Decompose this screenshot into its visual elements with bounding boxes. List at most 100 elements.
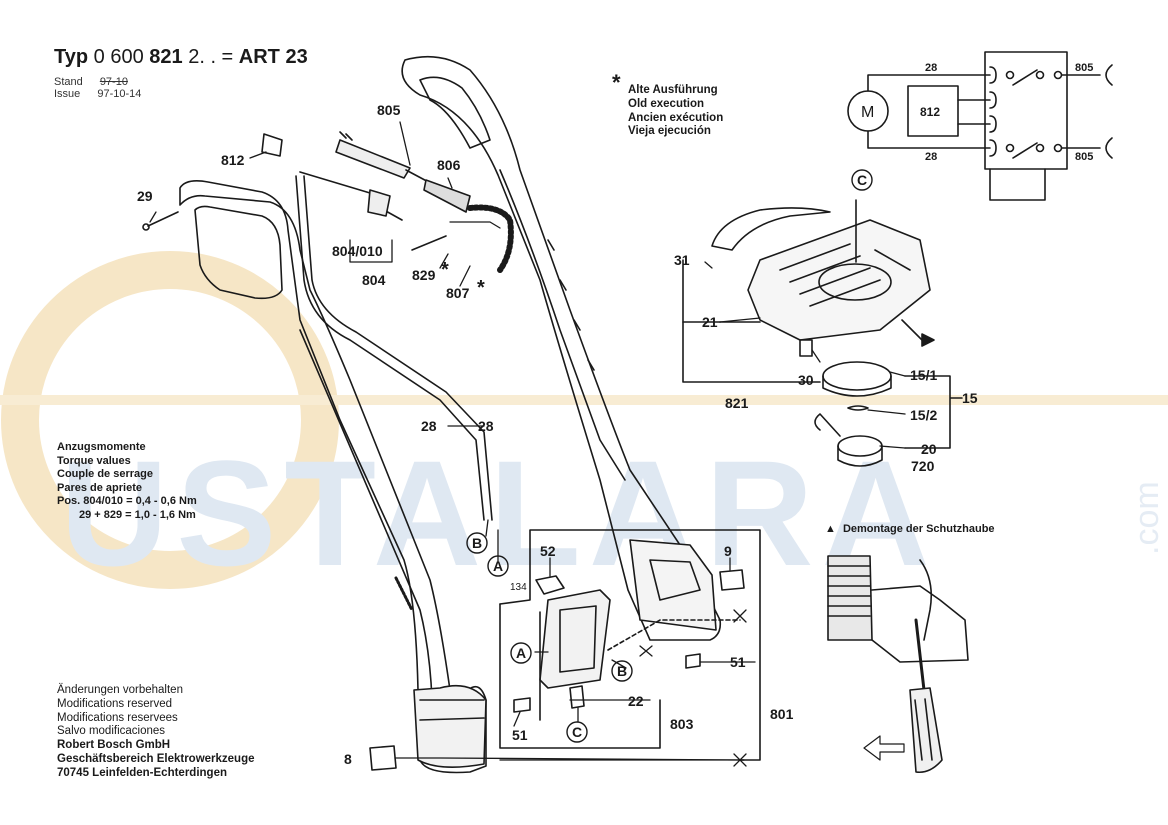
- part-9: [719, 569, 745, 591]
- bracket-15: [904, 375, 963, 449]
- bracket-821: [682, 259, 821, 383]
- screwdriver-grip: [914, 698, 933, 761]
- screwdriver-handle: [909, 687, 943, 774]
- footer-line: Modifications reserved: [57, 697, 173, 710]
- footer-line: Salvo modificaciones: [57, 725, 166, 738]
- strain-relief-807: [467, 204, 514, 273]
- handle-shell-inner: [499, 169, 626, 481]
- footer: Änderungen vorbehalten Modifications res…: [57, 684, 255, 781]
- arrow-left-icon: [863, 735, 905, 761]
- letter-c2: C: [857, 172, 867, 188]
- spool-cap-side: [822, 375, 892, 397]
- spool-side: [837, 445, 883, 467]
- circle-a2: [510, 642, 532, 664]
- cable-clip-812: [261, 133, 283, 157]
- triangle-icon: ▲: [825, 523, 836, 535]
- wiring-schematic: M 812 28 28 805 805: [847, 51, 1113, 201]
- circle-a1: [487, 555, 509, 577]
- handle-foot-ribs: [419, 699, 485, 721]
- plug-top-label: 805: [1075, 62, 1093, 74]
- part-22: [569, 685, 585, 709]
- cable-assembly: [142, 131, 514, 521]
- watermark-text: USTALARA: [60, 429, 938, 597]
- motor-label: M: [861, 104, 874, 121]
- guard-assembly: [682, 199, 963, 467]
- label-15-1: 15/1: [910, 367, 937, 383]
- page-title: Typ 0 600 821 2. . = ART 23: [54, 46, 308, 68]
- torque-notes: Anzugsmomente Torque values Couple de se…: [57, 441, 197, 522]
- switch-contacts: [1012, 69, 1038, 159]
- label-28-left: 28: [421, 418, 437, 434]
- torque-spec-1: Pos. 804/010 = 0,4 - 0,6 Nm: [57, 495, 197, 507]
- letter-b2: B: [617, 663, 627, 679]
- shell-ribs: [547, 239, 595, 371]
- assembly-bracket-803: [499, 603, 661, 749]
- spring-15-2: [847, 405, 869, 411]
- wire-bottom: [867, 130, 991, 149]
- clamp-804: [367, 189, 391, 217]
- motor-inner: [559, 605, 597, 673]
- part-suffix: 2. . =: [188, 46, 234, 68]
- label-52: 52: [540, 543, 556, 559]
- torque-spec-2: 29 + 829 = 1,0 - 1,6 Nm: [79, 508, 196, 521]
- screwdriver-shaft: [914, 618, 926, 692]
- label-134: 134: [510, 582, 527, 593]
- leader-lines: [149, 121, 906, 767]
- guard-ribs: [779, 243, 911, 307]
- leader-dashed: [607, 619, 741, 651]
- torque-line: Pares de apriete: [57, 481, 142, 494]
- label-51-right: 51: [730, 654, 746, 670]
- label-804-010: 804/010: [332, 243, 383, 259]
- label-821: 821: [725, 395, 749, 411]
- label-806: 806: [437, 157, 461, 173]
- demontage-note: ▲ Demontage der Schutzhaube: [825, 523, 995, 535]
- guard-clip: [919, 559, 933, 641]
- motor-assembly: [369, 529, 761, 771]
- plug-pins: [339, 131, 353, 141]
- legend-line: Vieja ejecución: [628, 125, 711, 138]
- label-51-left: 51: [512, 727, 528, 743]
- label-22: 22: [628, 693, 644, 709]
- handle-left-half: [179, 180, 487, 774]
- watermark-ring-outer: [1, 251, 339, 589]
- wire-bottom-label: 28: [925, 151, 937, 163]
- bushing-52: [535, 575, 565, 595]
- switch-box: [907, 85, 959, 137]
- legend-line: Ancien exécution: [628, 111, 724, 124]
- handle-outline: [179, 180, 487, 774]
- guard-cutaway: [871, 585, 969, 663]
- part-number: 0 600: [93, 46, 144, 68]
- line-spool: [814, 413, 841, 437]
- circle-c2: [851, 169, 873, 191]
- issue-row: Issue 97-10-14: [54, 88, 141, 100]
- label-31: 31: [674, 252, 690, 268]
- label-812: 812: [221, 152, 245, 168]
- switch-cavity: [649, 559, 701, 601]
- part-8: [369, 745, 397, 771]
- torque-line: Torque values: [57, 454, 131, 467]
- footer-line: Änderungen vorbehalten: [57, 684, 183, 696]
- legend-old-execution: * Alte Ausführung Old execution Ancien e…: [612, 72, 724, 139]
- handle-shell-outline: [401, 55, 722, 641]
- footer-line: Modifications reservees: [57, 711, 178, 724]
- letter-a2: A: [516, 645, 526, 661]
- label-21: 21: [702, 314, 718, 330]
- switch-housing: [984, 51, 1068, 170]
- demontage-text: Demontage der Schutzhaube: [842, 523, 995, 535]
- strain-relief-806: [423, 179, 471, 213]
- label-805: 805: [377, 102, 401, 118]
- label-star-829: *: [441, 259, 449, 281]
- stand-value: 97-10: [99, 76, 128, 88]
- label-20: 20: [921, 441, 937, 457]
- stand-label: Stand: [54, 76, 83, 88]
- company-division: Geschäftsbereich Elektrowerkzeuge: [57, 752, 255, 765]
- handle-grip-opening: [194, 205, 283, 300]
- label-829: 829: [412, 267, 436, 283]
- handle-texture: [394, 576, 414, 612]
- legend-line: Alte Ausführung: [628, 84, 718, 96]
- label-801: 801: [770, 706, 794, 722]
- company-name: Robert Bosch GmbH: [57, 739, 171, 752]
- letter-b1: B: [472, 535, 482, 551]
- label-15: 15: [962, 390, 978, 406]
